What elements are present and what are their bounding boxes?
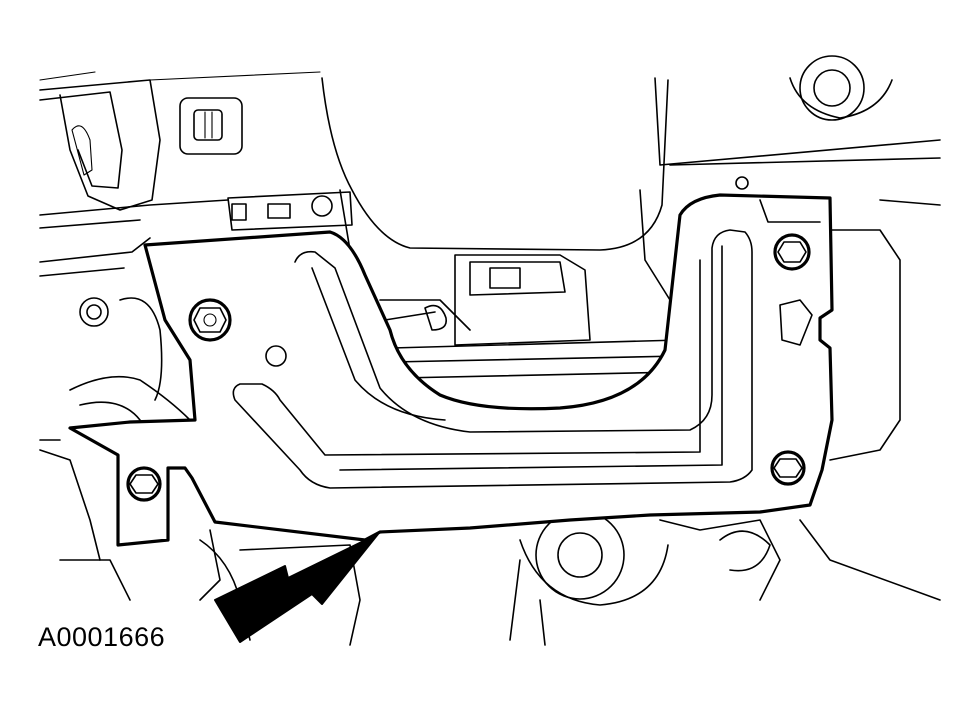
nut-upper-left — [188, 298, 232, 342]
nut-lower-right — [770, 450, 806, 486]
figure-id-label: A0001666 — [38, 622, 166, 652]
nut-upper-right — [773, 233, 811, 271]
nut-lower-left — [126, 466, 162, 502]
upper-retainer-clip — [227, 191, 353, 231]
bracket-fasteners — [126, 233, 811, 502]
direction-arrow-icon — [214, 533, 379, 643]
support-bracket — [68, 193, 834, 547]
background-structure — [39, 55, 941, 646]
